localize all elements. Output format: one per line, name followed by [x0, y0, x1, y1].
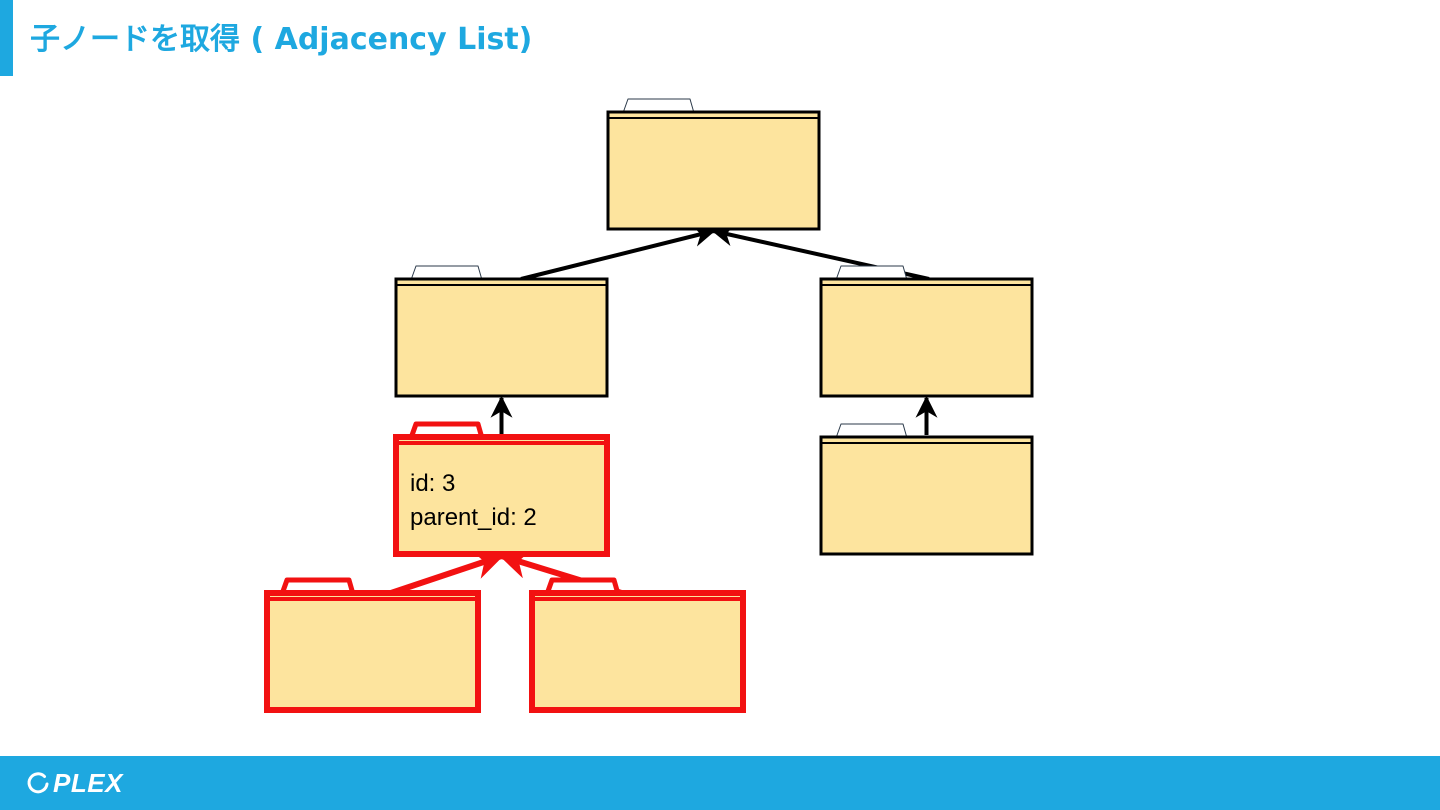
folder-body: [819, 277, 1034, 398]
folder-node-selected-child-1[interactable]: [264, 577, 481, 713]
folder-body: [394, 277, 609, 398]
node-label: parent_id: 2: [410, 504, 537, 531]
plex-logo-icon: [27, 772, 49, 794]
folder-body: [393, 434, 610, 557]
folder-node-selected-child-2[interactable]: [529, 577, 746, 713]
folder-node-right-child[interactable]: [819, 265, 1034, 398]
folder-body: [819, 435, 1034, 556]
folder-node-left-child[interactable]: [394, 265, 609, 398]
node-label: id: 3: [410, 470, 455, 497]
edge-left-child-to-root: [520, 225, 716, 281]
plex-logo: PLEX: [26, 768, 123, 798]
footer-bar: PLEX: [0, 756, 1440, 810]
folder-body: [529, 590, 746, 713]
folder-body: [606, 110, 821, 231]
plex-logo-text: PLEX: [53, 768, 123, 798]
folder-node-selected-node[interactable]: id: 3 parent_id: 2: [393, 421, 610, 557]
folder-body: [264, 590, 481, 713]
tree-diagram: id: 3 parent_id: 2: [264, 98, 1034, 713]
title-accent-bar: [0, 0, 13, 76]
folder-node-root[interactable]: [606, 98, 821, 231]
edge-selected-child-1-to-selected-node: [384, 550, 505, 598]
slide-title: 子ノードを取得 ( Adjacency List): [30, 22, 533, 57]
folder-node-right-grandchild[interactable]: [819, 423, 1034, 556]
